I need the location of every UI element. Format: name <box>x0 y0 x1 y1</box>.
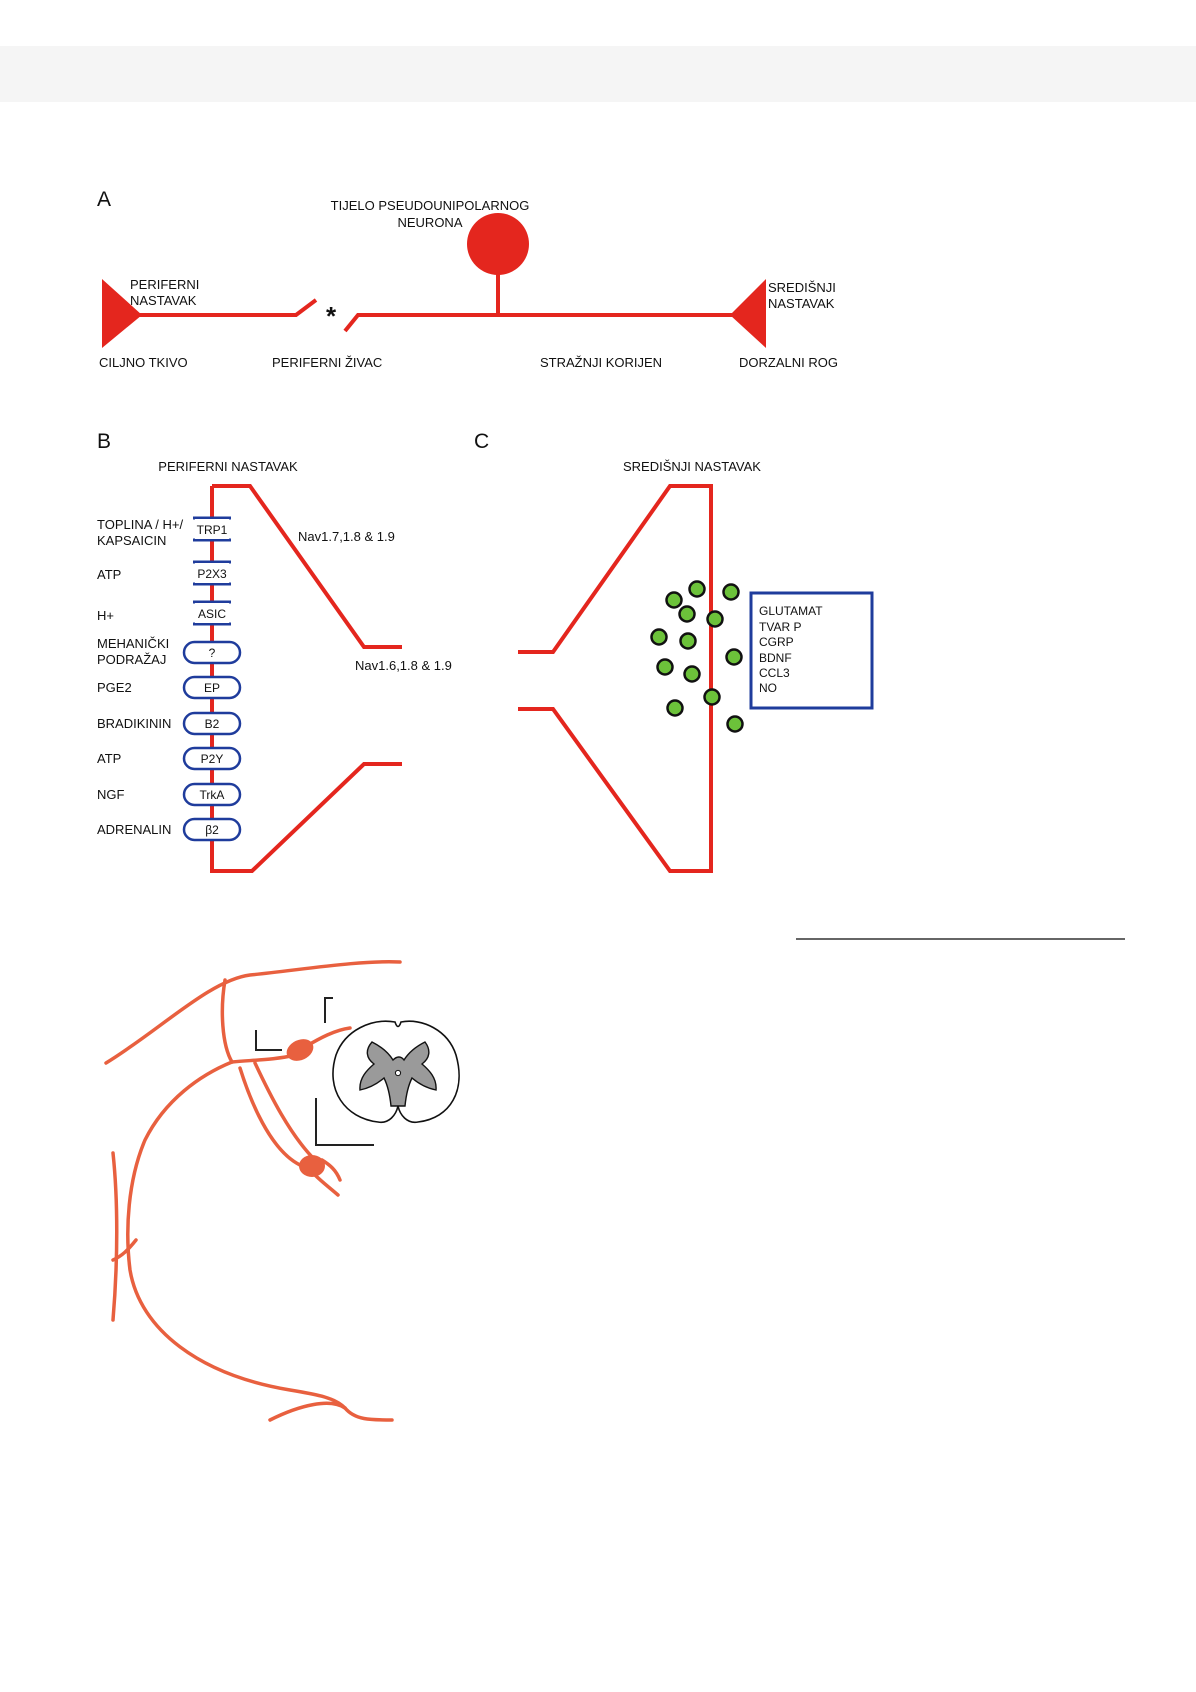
panel-a-letter: A <box>97 188 111 211</box>
panel-c: C SREDIŠNJI NASTAVAK GLUTAMAT TVAR P CGR… <box>474 430 874 873</box>
neuron-soma <box>467 213 529 275</box>
receptor-p2x3-label: P2X3 <box>197 567 227 581</box>
peripheral-process-line1: PERIFERNI <box>130 277 199 292</box>
nav-lower-label: Nav1.6,1.8 & 1.9 <box>355 658 452 673</box>
peripheral-terminal-outline-lower <box>210 486 402 873</box>
channel-p2x3: P2X3 <box>193 560 231 586</box>
stimulus-heat-line1: TOPLINA / H+/ <box>97 517 183 532</box>
central-process-line1: SREDIŠNJI <box>768 280 836 295</box>
peripheral-axon <box>138 298 318 317</box>
peripheral-nerve-label: PERIFERNI ŽIVAC <box>272 355 382 370</box>
mediator-no: NO <box>759 681 777 695</box>
ventral-ramus-outer <box>253 1061 317 1162</box>
mediator-glutamate: GLUTAMAT <box>759 604 823 618</box>
sympathetic-ganglion <box>299 1155 325 1177</box>
ramus-end-2 <box>313 1173 340 1197</box>
vesicle <box>678 605 696 623</box>
stimulus-mechanical-line1: MEHANIČKI <box>97 636 169 651</box>
stimulus-pge2: PGE2 <box>97 680 132 695</box>
stimulus-atp-2: ATP <box>97 751 121 766</box>
vesicle <box>722 583 740 601</box>
spinal-nerve-illustration <box>104 959 460 1422</box>
nerve-left-branch <box>111 1151 119 1322</box>
receptor-p2y-label: P2Y <box>201 752 224 766</box>
nerve-branch-upper <box>220 978 234 1064</box>
peripheral-terminal-outline-upper <box>212 484 402 649</box>
mediators-box <box>749 591 874 710</box>
panel-c-title: SREDIŠNJI NASTAVAK <box>623 459 761 474</box>
channel-trp1: TRP1 <box>193 516 231 542</box>
vesicle <box>706 610 724 628</box>
receptor-trka: TrkA <box>182 782 242 807</box>
vesicle <box>665 591 683 609</box>
dorsal-root-label: STRAŽNJI KORIJEN <box>540 355 662 370</box>
stimulus-ngf: NGF <box>97 787 125 802</box>
stimulus-h-plus: H+ <box>97 608 114 623</box>
receptor-mechanical-label: ? <box>209 646 216 660</box>
soma-label-line1: TIJELO PSEUDOUNIPOLARNOG <box>331 198 530 213</box>
receptor-mechanical: ? <box>182 640 242 665</box>
target-tissue-label: CILJNO TKIVO <box>99 355 188 370</box>
receptor-ep: EP <box>182 675 242 700</box>
bracket-top <box>324 997 333 1023</box>
vesicle <box>650 628 668 646</box>
vesicle <box>683 665 701 683</box>
panel-a: A TIJELO PSEUDOUNIPOLARNOG NEURONA * PER… <box>97 188 838 370</box>
vesicle <box>679 632 697 650</box>
nerve-to-ganglion <box>230 1053 297 1064</box>
bracket-bottom <box>315 1098 374 1146</box>
ventral-ramus-inner <box>238 1066 302 1167</box>
central-terminal-outline <box>518 484 713 873</box>
stimulus-bradykinin: BRADIKININ <box>97 716 171 731</box>
mediator-ccl3: CCL3 <box>759 666 790 680</box>
receptor-asic-label: ASIC <box>198 607 226 621</box>
vesicle <box>703 688 721 706</box>
peripheral-process-line2: NASTAVAK <box>130 293 197 308</box>
central-process-line2: NASTAVAK <box>768 296 835 311</box>
receptor-trp1-label: TRP1 <box>197 523 228 537</box>
ramus-end-1 <box>320 1158 342 1182</box>
vesicle <box>688 580 706 598</box>
vesicle <box>666 699 684 717</box>
receptor-p2y: P2Y <box>182 746 242 771</box>
nav-upper-label: Nav1.7,1.8 & 1.9 <box>298 529 395 544</box>
stimulus-adrenaline: ADRENALIN <box>97 822 171 837</box>
stimulus-heat-line2: KAPSAICIN <box>97 533 166 548</box>
peripheral-terminal <box>102 279 142 348</box>
panel-b: B PERIFERNI NASTAVAK Nav1.7,1.8 & 1.9 Na… <box>97 430 452 873</box>
receptor-beta2: β2 <box>182 817 242 842</box>
receptor-trka-label: TrkA <box>200 788 225 802</box>
receptor-beta2-label: β2 <box>205 823 219 837</box>
nerve-bottom-branch <box>268 1401 347 1422</box>
top-bar <box>0 46 1196 102</box>
panel-c-letter: C <box>474 430 489 453</box>
vesicle <box>726 715 744 733</box>
receptor-ep-label: EP <box>204 681 220 695</box>
synaptic-vesicles <box>650 580 744 733</box>
lesion-asterisk: * <box>326 301 337 331</box>
bracket-left <box>255 1030 282 1051</box>
central-canal <box>394 1069 402 1077</box>
vesicle <box>725 648 743 666</box>
soma-label-line2: NEURONA <box>397 215 462 230</box>
nerve-top <box>104 959 402 1065</box>
mediator-substance-p: TVAR P <box>759 620 801 634</box>
dorsal-root-ganglion <box>286 1039 314 1061</box>
channel-asic: ASIC <box>193 600 231 626</box>
nerve-left-connector <box>111 1238 138 1262</box>
vesicle <box>656 658 674 676</box>
receptor-b2: B2 <box>182 711 242 736</box>
dorsal-horn-label: DORZALNI ROG <box>739 355 838 370</box>
central-terminal <box>730 279 766 348</box>
stimulus-atp-1: ATP <box>97 567 121 582</box>
panel-b-letter: B <box>97 430 111 453</box>
panel-b-title: PERIFERNI NASTAVAK <box>158 459 298 474</box>
receptor-b2-label: B2 <box>205 717 220 731</box>
stimulus-mechanical-line2: PODRAŽAJ <box>97 652 166 667</box>
mediator-bdnf: BDNF <box>759 651 792 665</box>
mediator-cgrp: CGRP <box>759 635 794 649</box>
central-axon <box>343 313 740 333</box>
